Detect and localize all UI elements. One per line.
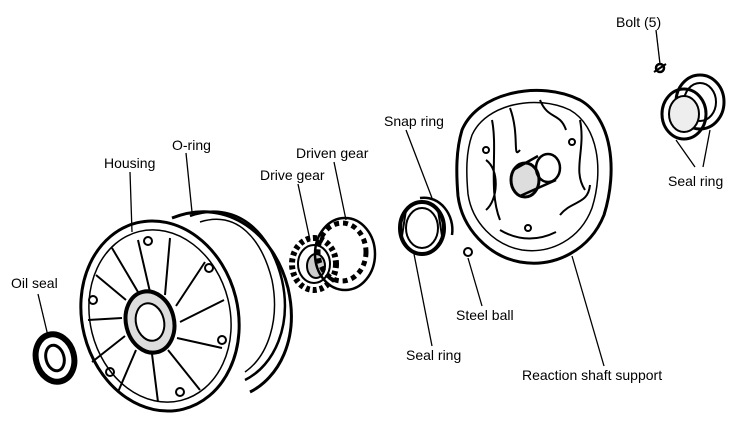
driven-gear-part [313,216,377,292]
leader-seal-ring-right-a [675,139,696,168]
leader-snap-ring [405,129,433,199]
label-snap-ring: Snap ring [384,113,444,129]
steel-ball-part [463,247,473,257]
o-ring-part [171,210,293,394]
leader-drive-gear [297,183,311,241]
right-seal-ring-part [660,73,726,141]
drive-gear-part [289,235,339,293]
snap-ring-part [419,196,454,236]
label-steel-ball: Steel ball [456,307,514,323]
leader-lines [37,29,711,367]
label-oil-seal: Oil seal [11,275,58,291]
label-driven-gear: Driven gear [296,145,369,161]
label-reaction-shaft-support: Reaction shaft support [522,367,662,383]
bolt-part [653,62,667,74]
label-seal-ring-center: Seal ring [406,347,461,363]
leader-housing [129,171,133,233]
reaction-shaft-support-part [455,88,613,265]
label-drive-gear: Drive gear [260,167,325,183]
leader-driven-gear [333,161,347,221]
label-bolt: Bolt (5) [616,14,661,30]
label-seal-ring-right: Seal ring [668,173,723,189]
leader-steel-ball [467,257,483,307]
leader-seal-ring-center [413,253,433,347]
leader-seal-ring-right-b [702,129,711,168]
oil-seal-part [32,331,78,385]
leader-reaction-shaft-support [571,255,605,367]
leader-o-ring [185,152,193,213]
leader-bolt [655,29,661,65]
leader-oil-seal [37,293,49,337]
label-o-ring: O-ring [172,137,211,153]
label-housing: Housing [104,155,155,171]
housing-part [79,210,287,413]
center-seal-ring-part [398,200,446,256]
